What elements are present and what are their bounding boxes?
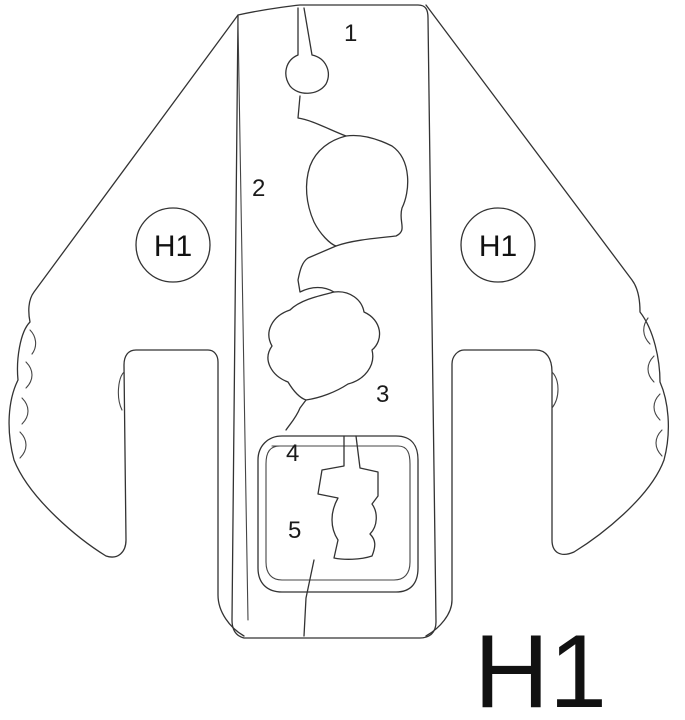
cavity-4-outline [257,435,419,593]
cavity-2-left [305,135,347,247]
cavity-4-inner [265,445,411,581]
left-jaw-grip [19,329,37,459]
cavity-split-line [303,559,315,637]
model-label: H1 [474,614,607,720]
left-slot-detail [117,371,125,411]
left-jaw-outline [8,14,245,637]
cavity-number-1: 1 [344,20,357,47]
cavity-3-left [267,291,335,401]
cavity-number-4: 4 [286,440,299,467]
right-slot-detail [551,371,559,409]
left-badge-circle [135,207,211,283]
right-badge-label: H1 [479,230,517,263]
cavity-number-5: 5 [288,517,301,544]
right-jaw-outline [425,4,670,637]
left-badge-label: H1 [154,230,192,263]
cavity-5-profile [317,435,379,560]
right-badge-circle [460,207,536,283]
center-plate-inner-line [237,21,249,621]
cavity-number-2: 2 [252,175,265,202]
die-profile-line [285,7,409,431]
center-plate-outline [231,4,437,639]
right-jaw-grip [643,317,663,457]
cavity-number-3: 3 [376,381,389,408]
